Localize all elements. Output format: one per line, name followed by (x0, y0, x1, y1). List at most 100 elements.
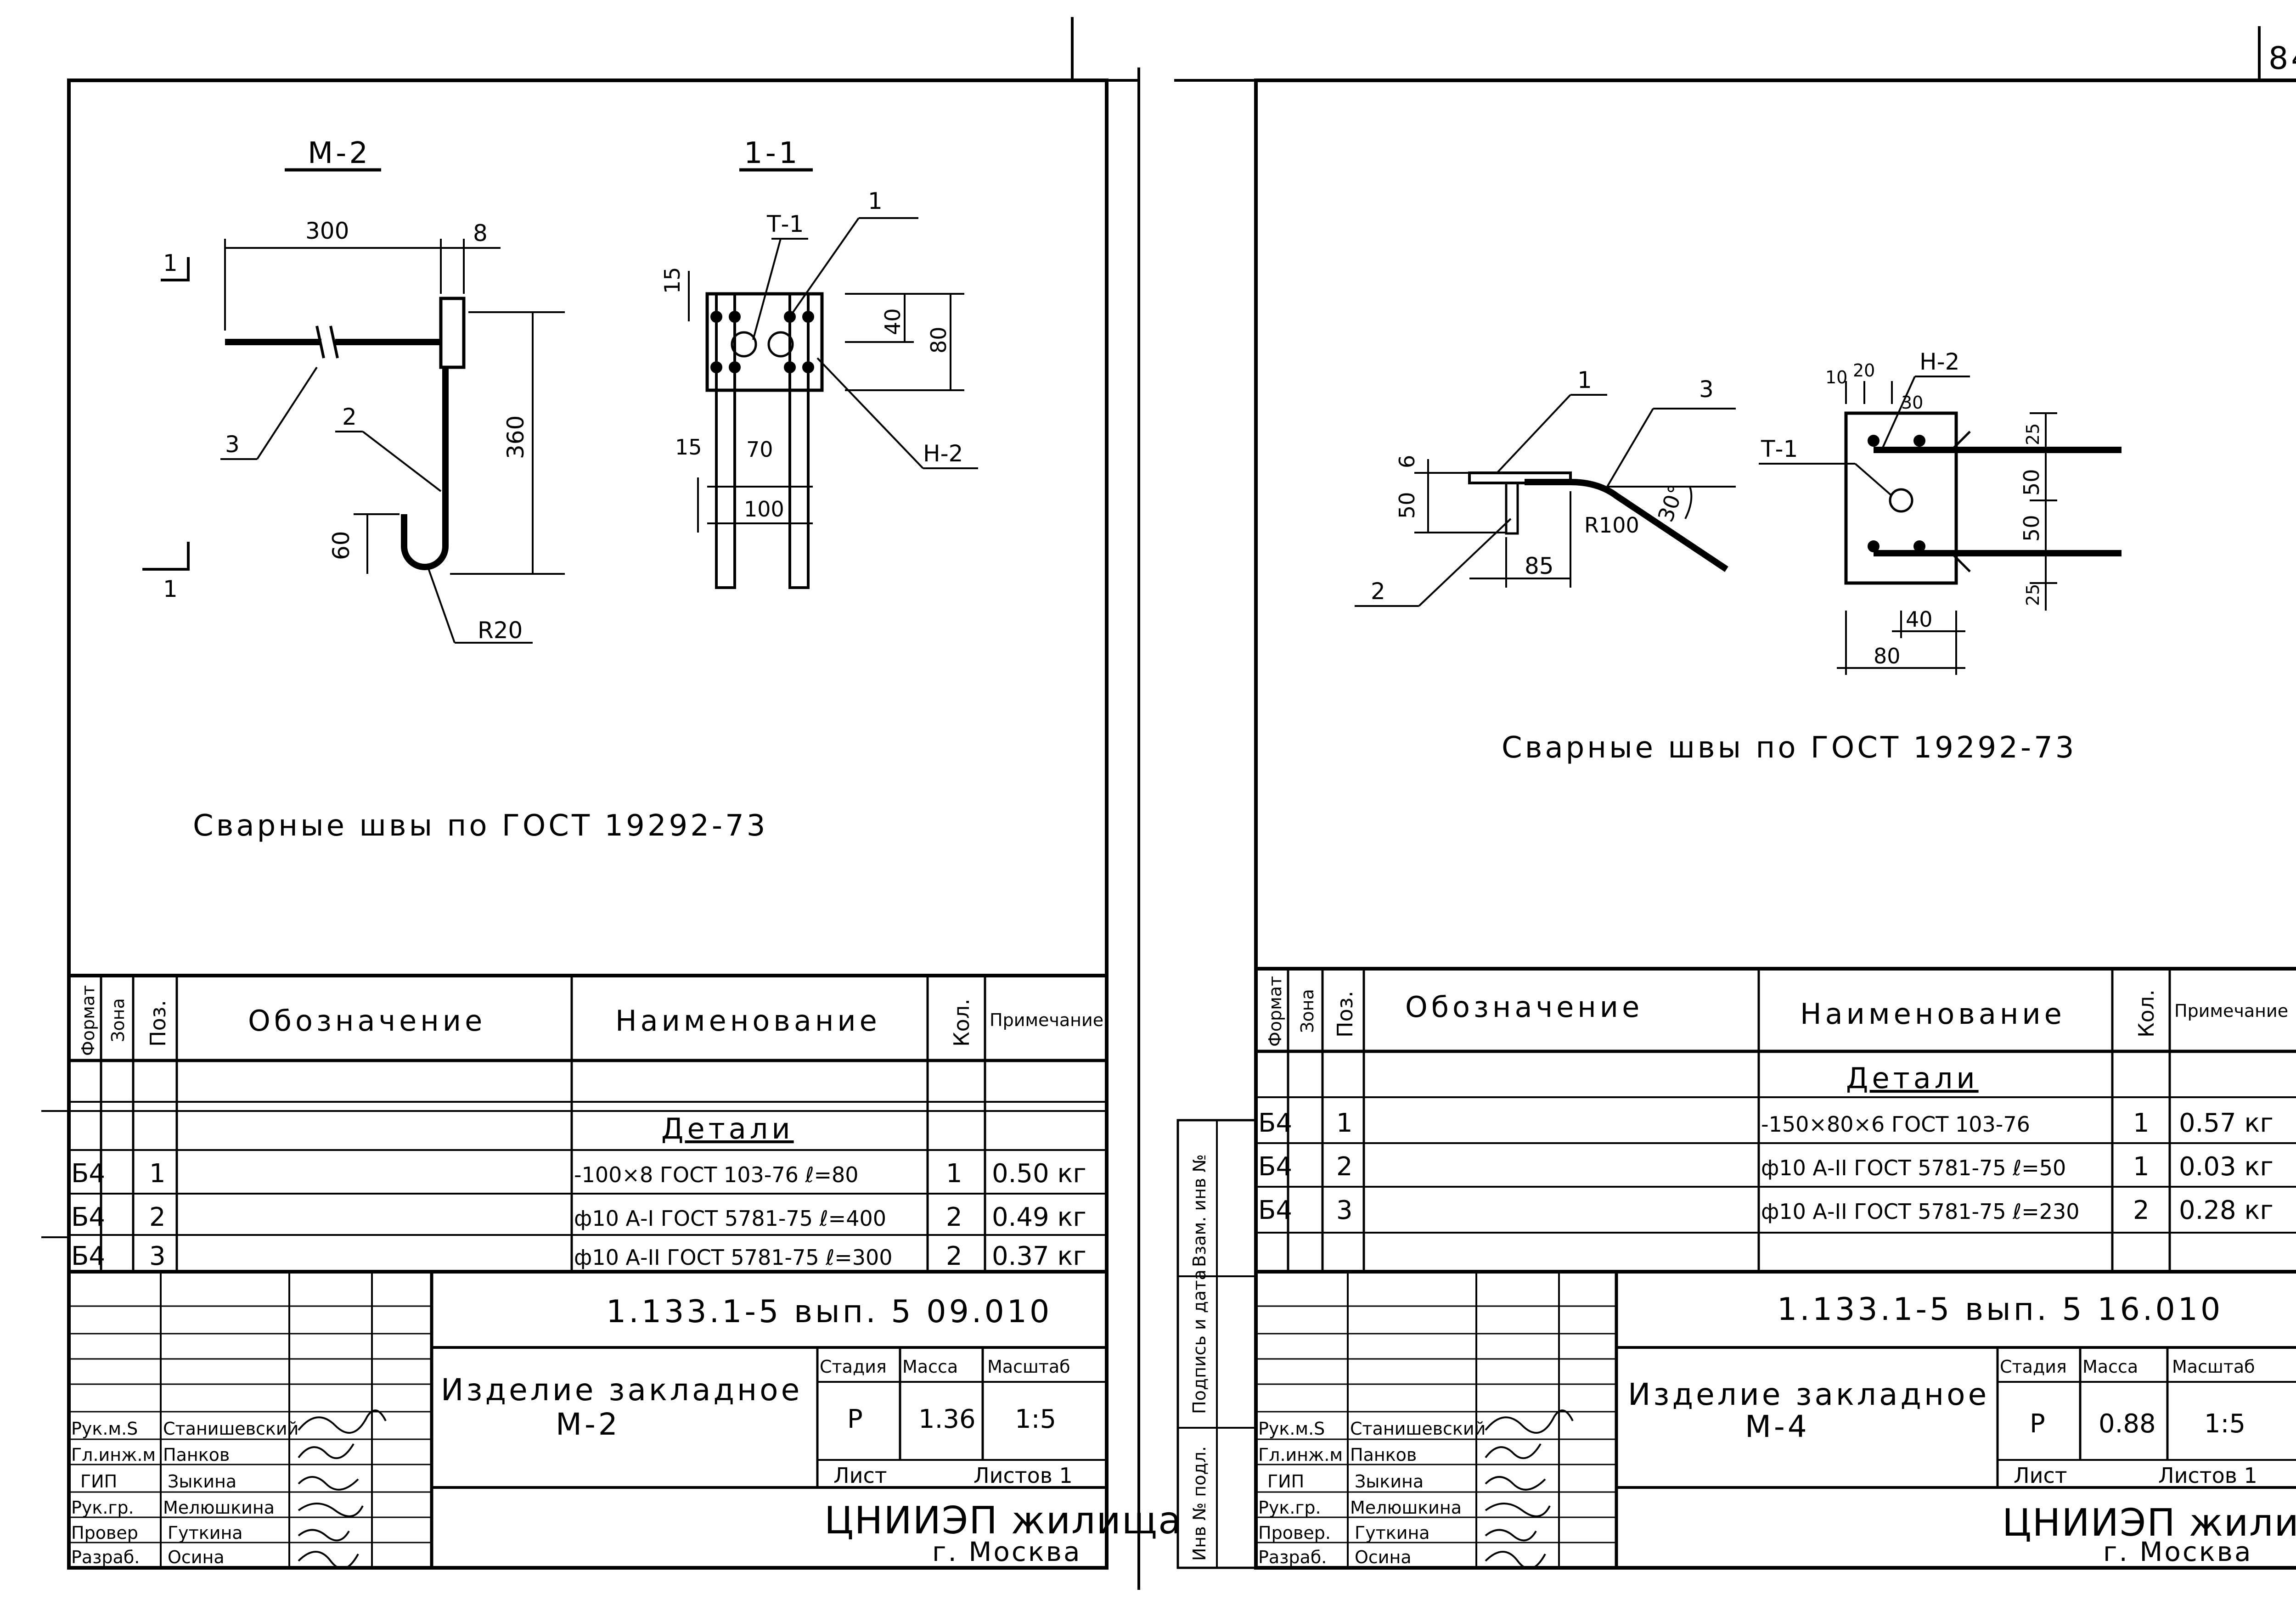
row1-note: 0.50 кг (992, 1159, 1086, 1189)
left-spec-text: Формат Зона Поз. Обозначение Наименовани… (71, 985, 1103, 1271)
section-details-right: Детали (1846, 1061, 1979, 1095)
dim-6-side: 6 (1395, 455, 1419, 468)
person-4-right: Мелюшкина (1350, 1498, 1462, 1518)
left-title-block-text: 1.133.1-5 вып. 5 09.010 Изделие закладно… (71, 1294, 1182, 1570)
callout-h2-right: Н-2 (1919, 348, 1959, 375)
row3-note: 0.37 кг (992, 1241, 1086, 1271)
r-row1-note: 0.57 кг (2179, 1108, 2273, 1138)
role-4-right: Рук.гр. (1258, 1498, 1321, 1518)
col-format: Формат (78, 985, 98, 1056)
r-row1-format: Б4 (1258, 1108, 1292, 1138)
stamp-org-right: ЦНИИЭП жилища (2002, 1501, 2296, 1545)
stamp-sheet-left: Лист (833, 1463, 887, 1488)
pos-2-label-right: 2 (1371, 578, 1385, 605)
col-pos: Поз. (146, 1000, 170, 1047)
stamp-stage-right: Р (2030, 1409, 2045, 1439)
r-row2-qty: 1 (2133, 1152, 2150, 1182)
dim-50-b: 50 (2019, 515, 2044, 542)
stamp-mass-head-right: Масса (2082, 1357, 2138, 1377)
stamp-mass-head-left: Масса (902, 1357, 958, 1377)
role-1-left: Рук.м.S (71, 1419, 138, 1439)
stamp-scale-head-left: Масштаб (987, 1357, 1070, 1377)
weld-note-right: Сварные швы по ГОСТ 19292-73 (1502, 731, 2077, 765)
r-row3-format: Б4 (1258, 1195, 1292, 1225)
dim-10: 10 (1825, 367, 1847, 387)
pos-3-label-right: 3 (1699, 376, 1714, 403)
right-drawing-m4 (1355, 376, 2122, 675)
left-drawing-m2 (142, 168, 978, 644)
stamp-scale-right: 1:5 (2204, 1409, 2245, 1439)
col-format-right: Формат (1265, 976, 1285, 1047)
person-1-right: Станишевский (1350, 1419, 1486, 1439)
person-2-right: Панков (1350, 1445, 1417, 1465)
right-spec-table (1256, 967, 2296, 1274)
side-strip-sign: Подпись и дата (1189, 1269, 1210, 1414)
dim-20: 20 (1853, 360, 1875, 381)
side-strip-inv: Инв № подл. (1189, 1446, 1210, 1561)
right-drawing-labels: 1 3 2 50 6 85 R100 30° Н-2 Т-1 10 20 30 … (1189, 348, 2077, 1561)
row2-name: ф10 А-I ГОСТ 5781-75 ℓ=400 (574, 1206, 886, 1231)
stamp-sheet-right: Лист (2014, 1463, 2067, 1488)
pos-3-label: 3 (225, 431, 240, 458)
col-pos-right: Поз. (1333, 991, 1357, 1038)
right-spec-text: Формат Зона Поз. Обозначение Наименовани… (1258, 976, 2288, 1225)
dim-40-bottom: 40 (1906, 607, 1933, 632)
r-row1-qty: 1 (2133, 1108, 2150, 1138)
row3-format: Б4 (71, 1241, 105, 1271)
role-1-right: Рук.м.S (1258, 1419, 1325, 1439)
row1-pos: 1 (149, 1159, 166, 1189)
person-6-right: Осина (1355, 1547, 1412, 1567)
dim-40: 40 (880, 308, 905, 335)
row3-qty: 2 (946, 1241, 962, 1271)
weld-note-left: Сварные швы по ГОСТ 19292-73 (193, 809, 768, 843)
callout-t1: Т-1 (766, 211, 804, 237)
col-zone: Зона (108, 998, 128, 1042)
stamp-sheets-left: Листов 1 (974, 1463, 1073, 1488)
right-title-block (1256, 1272, 2296, 1568)
dim-30: 30 (1901, 393, 1923, 413)
role-4-left: Рук.гр. (71, 1498, 134, 1518)
dim-15-bottom: 15 (675, 435, 702, 460)
person-6-left: Осина (168, 1547, 225, 1567)
pos-1-label-right: 1 (1577, 367, 1592, 393)
row2-qty: 2 (946, 1202, 962, 1232)
stamp-city-right: г. Москва (2103, 1536, 2253, 1567)
view-title-m2: М-2 (308, 136, 371, 170)
dim-80: 80 (926, 326, 951, 354)
doc-code-left: 1.133.1-5 вып. 5 09.010 (606, 1294, 1052, 1330)
view-title-section: 1-1 (744, 136, 800, 170)
col-qty-right: Кол. (2134, 989, 2159, 1038)
section-details-left: Детали (661, 1112, 794, 1145)
left-spec-table (41, 974, 1107, 1274)
r-row2-format: Б4 (1258, 1152, 1292, 1182)
dim-300: 300 (305, 218, 349, 244)
radius-r20: R20 (478, 617, 523, 644)
row3-name: ф10 А-II ГОСТ 5781-75 ℓ=300 (574, 1245, 893, 1270)
dim-70: 70 (746, 437, 773, 462)
dim-50-side: 50 (1395, 492, 1419, 519)
r-row2-pos: 2 (1336, 1152, 1353, 1182)
section-mark-top: 1 (163, 250, 178, 276)
doc-code-right: 1.133.1-5 вып. 5 16.010 (1777, 1291, 2223, 1328)
r-row2-note: 0.03 кг (2179, 1152, 2273, 1182)
col-designation: Обозначение (248, 1004, 486, 1038)
r-row3-qty: 2 (2133, 1195, 2150, 1225)
stamp-sheets-right: Листов 1 (2158, 1463, 2257, 1488)
r-row3-pos: 3 (1336, 1195, 1353, 1225)
row3-pos: 3 (149, 1241, 166, 1271)
row2-format: Б4 (71, 1202, 105, 1232)
person-1-left: Станишевский (163, 1419, 298, 1439)
right-title-block-text: 1.133.1-5 вып. 5 16.010 Изделие закладно… (1258, 1291, 2296, 1570)
pos-1-label: 1 (868, 188, 883, 214)
dim-360: 360 (502, 415, 529, 459)
left-drawing-labels: М-2 1-1 1 1 300 8 360 60 3 2 R20 Т-1 1 Н… (163, 136, 963, 843)
col-zone-right: Зона (1297, 989, 1317, 1033)
r-row1-pos: 1 (1336, 1108, 1353, 1138)
stamp-org-left: ЦНИИЭП жилища (824, 1499, 1182, 1543)
col-note: Примечание (990, 1010, 1103, 1030)
role-2-right: Гл.инж.м (1258, 1445, 1343, 1465)
col-name-right: Наименование (1800, 997, 2065, 1031)
role-3-left: ГИП (80, 1471, 117, 1492)
stamp-mass-right: 0.88 (2099, 1409, 2156, 1439)
angle-30: 30° (1653, 482, 1689, 525)
